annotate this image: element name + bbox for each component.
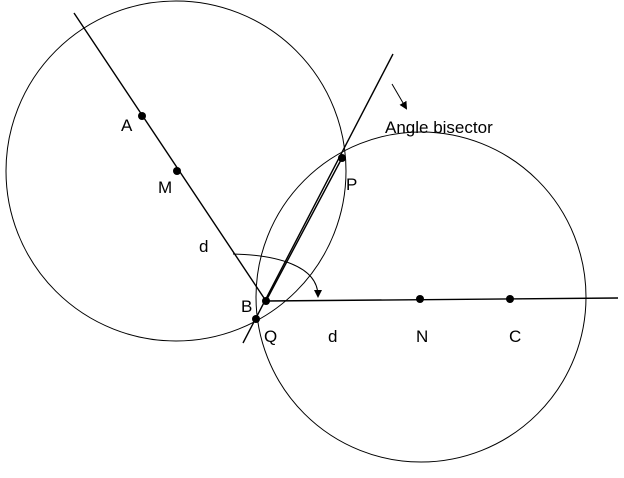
point-a (138, 112, 146, 120)
label-d-upper: d (199, 237, 208, 256)
angle-bisector-line (242, 53, 394, 344)
label-q: Q (264, 327, 277, 346)
label-m: M (158, 178, 172, 197)
point-m (173, 167, 181, 175)
line-through-a-b (73, 12, 267, 302)
label-a: A (121, 116, 133, 135)
label-n: N (416, 327, 428, 346)
point-q (252, 315, 260, 323)
bisector-pointer (391, 83, 408, 110)
point-p (338, 154, 346, 162)
circle-around-m (5, 0, 347, 342)
point-b (262, 297, 270, 305)
label-b: B (241, 297, 252, 316)
angle-arc (232, 253, 322, 298)
segment-b-p (265, 157, 343, 302)
point-n (416, 295, 424, 303)
label-d-lower: d (328, 327, 337, 346)
line-through-b-c (265, 297, 619, 302)
point-c (506, 295, 514, 303)
circle-around-n (255, 131, 587, 463)
label-angle-bisector: Angle bisector (385, 118, 493, 137)
label-p: P (346, 175, 357, 194)
label-c: C (509, 327, 521, 346)
